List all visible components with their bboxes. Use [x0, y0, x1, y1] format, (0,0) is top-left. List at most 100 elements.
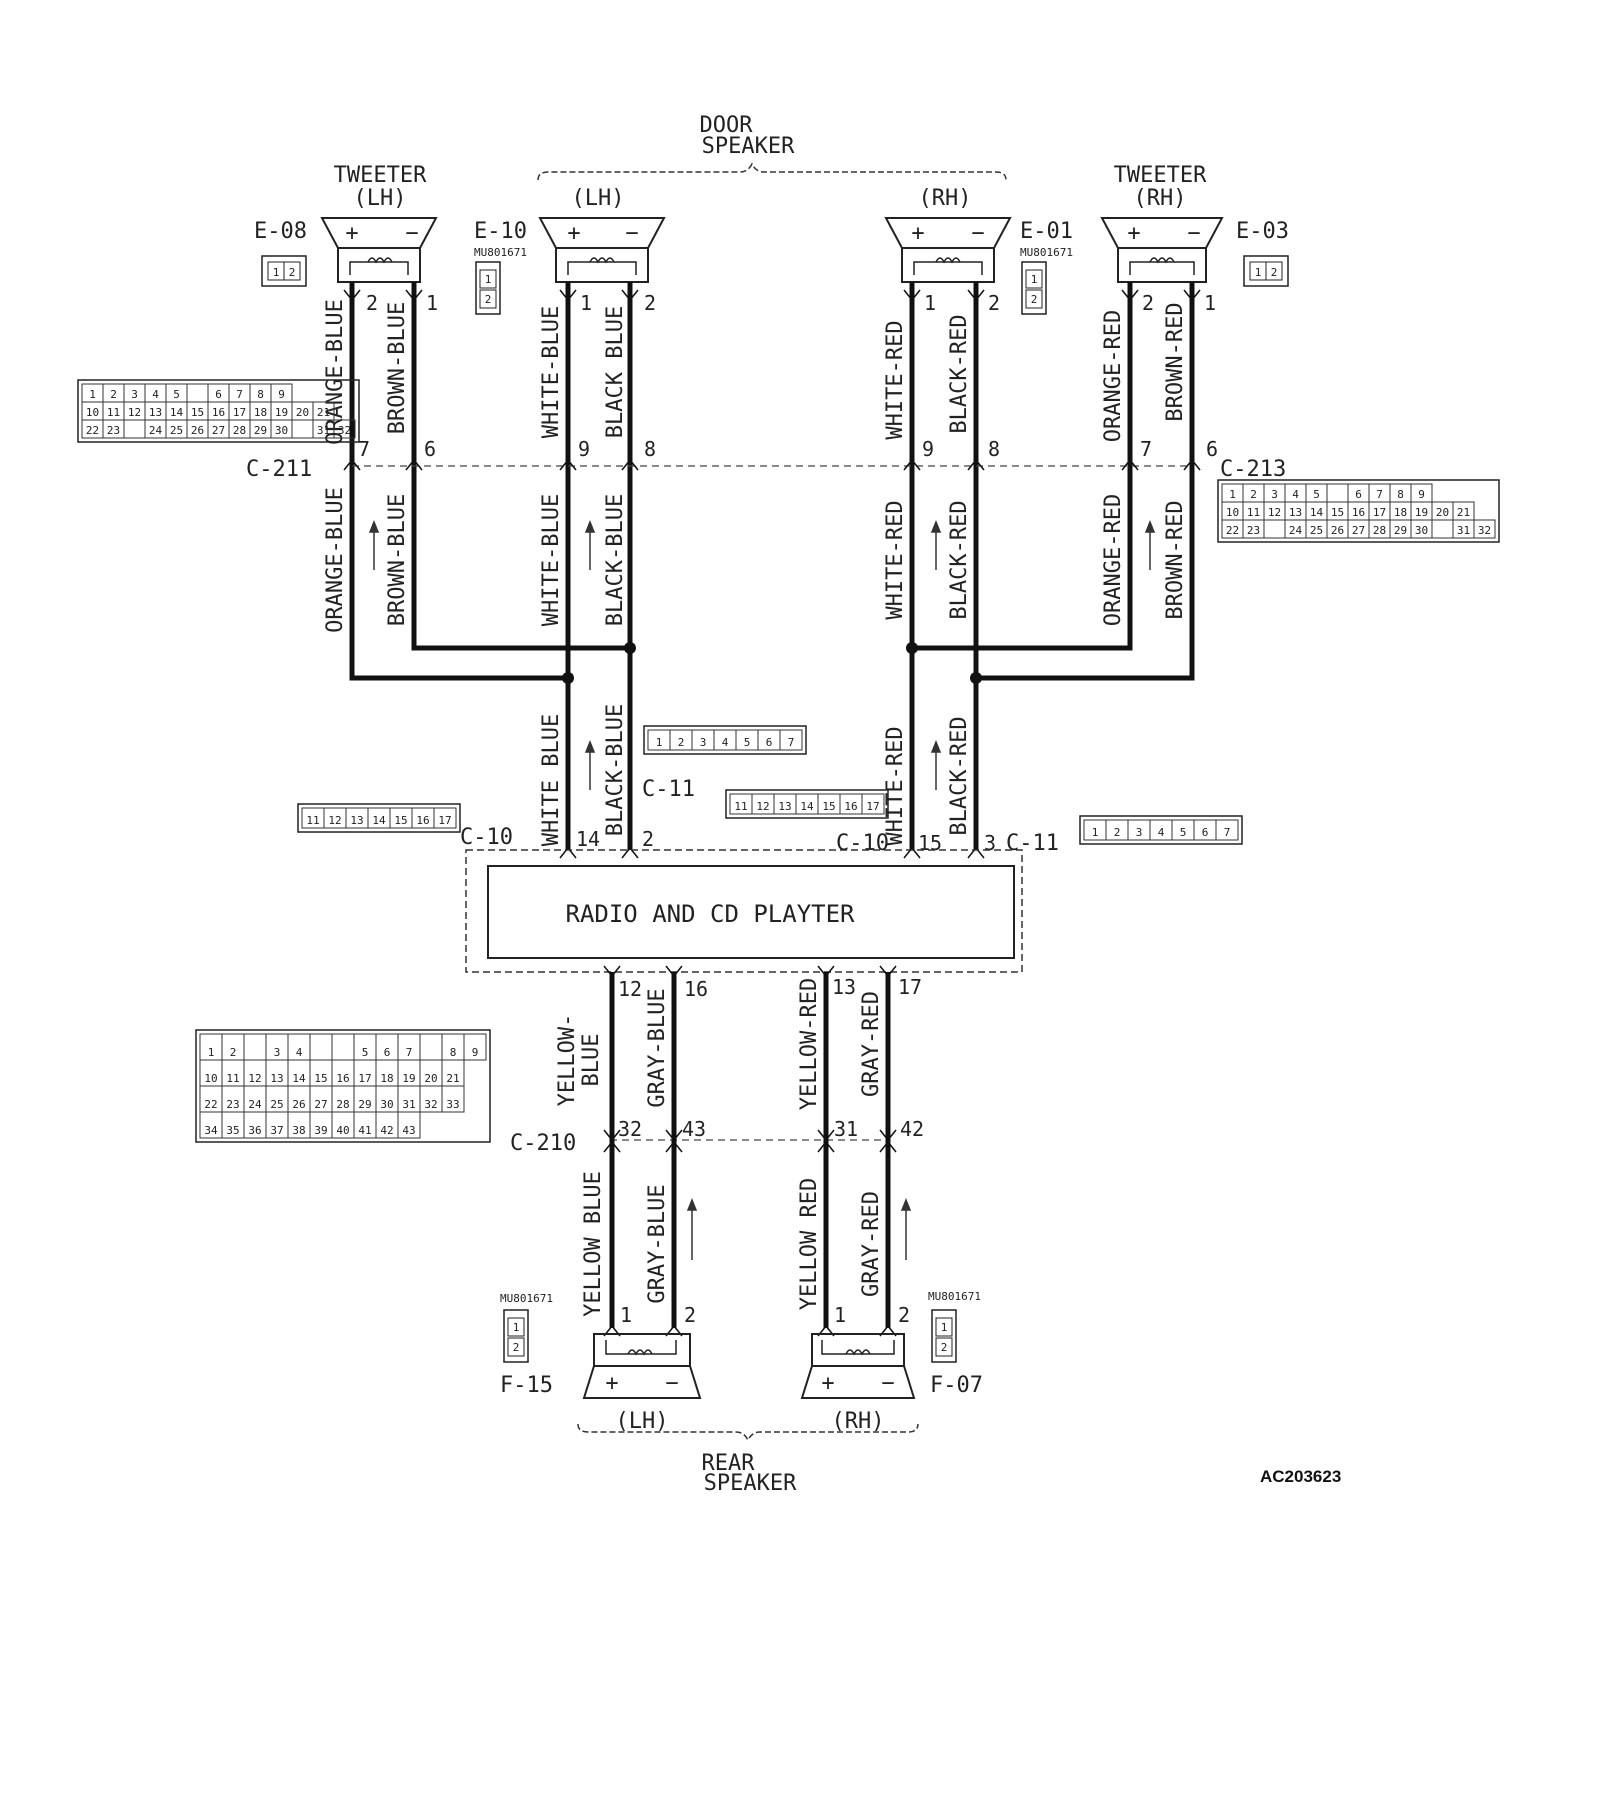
- pin-c210-31: 31: [834, 1117, 858, 1141]
- radio-and-cd-player-box: [487, 865, 1015, 959]
- connector-pin-number: 30: [380, 1098, 393, 1111]
- svg-text:−: −: [665, 1371, 678, 1396]
- connector-pin-number: 12: [756, 800, 769, 813]
- connector-pin-number: 25: [270, 1098, 283, 1111]
- connector-pin-number: 18: [254, 406, 267, 419]
- connector-pin-number: 35: [226, 1124, 239, 1137]
- pin-f15-2: 2: [684, 1303, 696, 1327]
- connector-pin-number: 11: [226, 1072, 239, 1085]
- connector-pin-number: 26: [1331, 524, 1344, 537]
- wire-label-white-red-top: WHITE-RED: [883, 320, 908, 439]
- svg-text:+: +: [821, 1371, 834, 1396]
- connector-pin-cell: [186, 383, 209, 403]
- rear-speaker-title-1: REAR: [702, 1451, 756, 1476]
- connector-pin-cell: [441, 1085, 465, 1113]
- connector-pin-number: 3: [1136, 826, 1143, 839]
- svg-text:1: 1: [1031, 273, 1038, 286]
- connector-pin-number: 9: [472, 1046, 479, 1059]
- wire-label-yellow-red-lower: YELLOW RED: [797, 1178, 822, 1310]
- connector-pin-cell: [123, 419, 146, 439]
- connector-pin-number: 42: [380, 1124, 393, 1137]
- pin-c213-9: 9: [922, 437, 934, 461]
- connector-pin-number: 12: [128, 406, 141, 419]
- connector-pin-number: 27: [1352, 524, 1365, 537]
- connector-pin-number: 5: [362, 1046, 369, 1059]
- wire-label-orange-red-mid: ORANGE-RED: [1101, 494, 1126, 626]
- connector-pin-number: 4: [152, 388, 159, 401]
- pin-f07-1: 1: [834, 1303, 846, 1327]
- connector-pin-number: 28: [336, 1098, 349, 1111]
- svg-text:−: −: [971, 221, 984, 246]
- connector-pin-number: 3: [131, 388, 138, 401]
- connector-pin-number: 29: [1394, 524, 1407, 537]
- connector-pin-cell: [1215, 819, 1239, 841]
- connector-pin-number: 26: [191, 424, 204, 437]
- part-number-f07: MU801671: [928, 1290, 981, 1303]
- connector-pin-number: 7: [788, 736, 795, 749]
- connector-pin-number: 28: [233, 424, 246, 437]
- connector-pin-number: 13: [350, 814, 363, 827]
- rear-rh-side: (RH): [832, 1409, 885, 1434]
- lower-wiring: [609, 972, 891, 1328]
- part-number-e10: MU801671: [474, 246, 527, 259]
- wire-label-white-red-mid: WHITE-RED: [883, 500, 908, 619]
- svg-text:1: 1: [485, 273, 492, 286]
- connector-pin-number: 12: [328, 814, 341, 827]
- connector-pin-number: 20: [296, 406, 309, 419]
- svg-text:2: 2: [485, 293, 492, 306]
- connector-pin-number: 17: [233, 406, 246, 419]
- pin-c213-8: 8: [988, 437, 1000, 461]
- connector-pin-number: 15: [1331, 506, 1344, 519]
- wire-label-yellow-blue-upper-1: YELLOW-: [555, 1014, 580, 1107]
- wire-label-gray-blue-lower: GRAY-BLUE: [645, 1184, 670, 1303]
- connector-pin-number: 13: [778, 800, 791, 813]
- connector-pin-cell: [433, 807, 457, 829]
- connector-pin-number: 14: [1310, 506, 1324, 519]
- pin-radio-17: 17: [898, 975, 922, 999]
- wire-label-orange-red-top: ORANGE-RED: [1101, 310, 1126, 442]
- connector-pin-number: 4: [1292, 488, 1299, 501]
- connector-pin-number: 5: [1313, 488, 1320, 501]
- connector-pin-number: 1: [656, 736, 663, 749]
- wire-label-brown-blue-top: BROWN-BLUE: [385, 302, 410, 434]
- connector-pin-number: 16: [212, 406, 225, 419]
- connector-pin-number: 26: [292, 1098, 305, 1111]
- door-speaker-rh: + −: [884, 217, 1012, 283]
- connector-pin-number: 1: [208, 1046, 215, 1059]
- connector-pin-number: 2: [110, 388, 117, 401]
- connector-pin-number: 30: [1415, 524, 1428, 537]
- connector-f07-label: F-07: [930, 1373, 983, 1398]
- wire-label-gray-red-lower: GRAY-RED: [859, 1191, 884, 1297]
- connector-pin-number: 37: [270, 1124, 283, 1137]
- connector-pin-cell: [1263, 519, 1286, 539]
- connector-pin-number: 31: [317, 424, 330, 437]
- connector-pin-number: 28: [1373, 524, 1386, 537]
- wire-label-yellow-blue-lower: YELLOW BLUE: [581, 1171, 606, 1317]
- wire-label-brown-blue-mid: BROWN-BLUE: [385, 494, 410, 626]
- connector-pin-number: 3: [274, 1046, 281, 1059]
- connector-pin-number: 39: [314, 1124, 327, 1137]
- connector-pin-number: 13: [149, 406, 162, 419]
- connector-pin-number: 18: [380, 1072, 393, 1085]
- connector-face-e08: 1 2: [261, 255, 307, 287]
- connector-pin-number: 17: [1373, 506, 1386, 519]
- tweeter-lh-side: (LH): [354, 186, 407, 211]
- connector-pin-cell: [419, 1033, 443, 1061]
- connector-c213-label: C-213: [1220, 457, 1286, 482]
- connector-pin-number: 43: [402, 1124, 415, 1137]
- pin-c210-42: 42: [900, 1117, 924, 1141]
- connector-pin-number: 19: [1415, 506, 1428, 519]
- connector-pin-number: 10: [204, 1072, 217, 1085]
- wire-label-black-red-low: BLACK-RED: [947, 716, 972, 835]
- connector-pin-number: 15: [191, 406, 204, 419]
- door-speaker-title-1: DOOR: [700, 113, 754, 138]
- connector-pin-number: 24: [1289, 524, 1303, 537]
- connector-pin-number: 32: [1478, 524, 1491, 537]
- wire-label-black-red-mid: BLACK-RED: [947, 500, 972, 619]
- wire-label-gray-blue-upper: GRAY-BLUE: [645, 988, 670, 1107]
- svg-text:1: 1: [273, 266, 280, 279]
- connector-pin-number: 30: [275, 424, 288, 437]
